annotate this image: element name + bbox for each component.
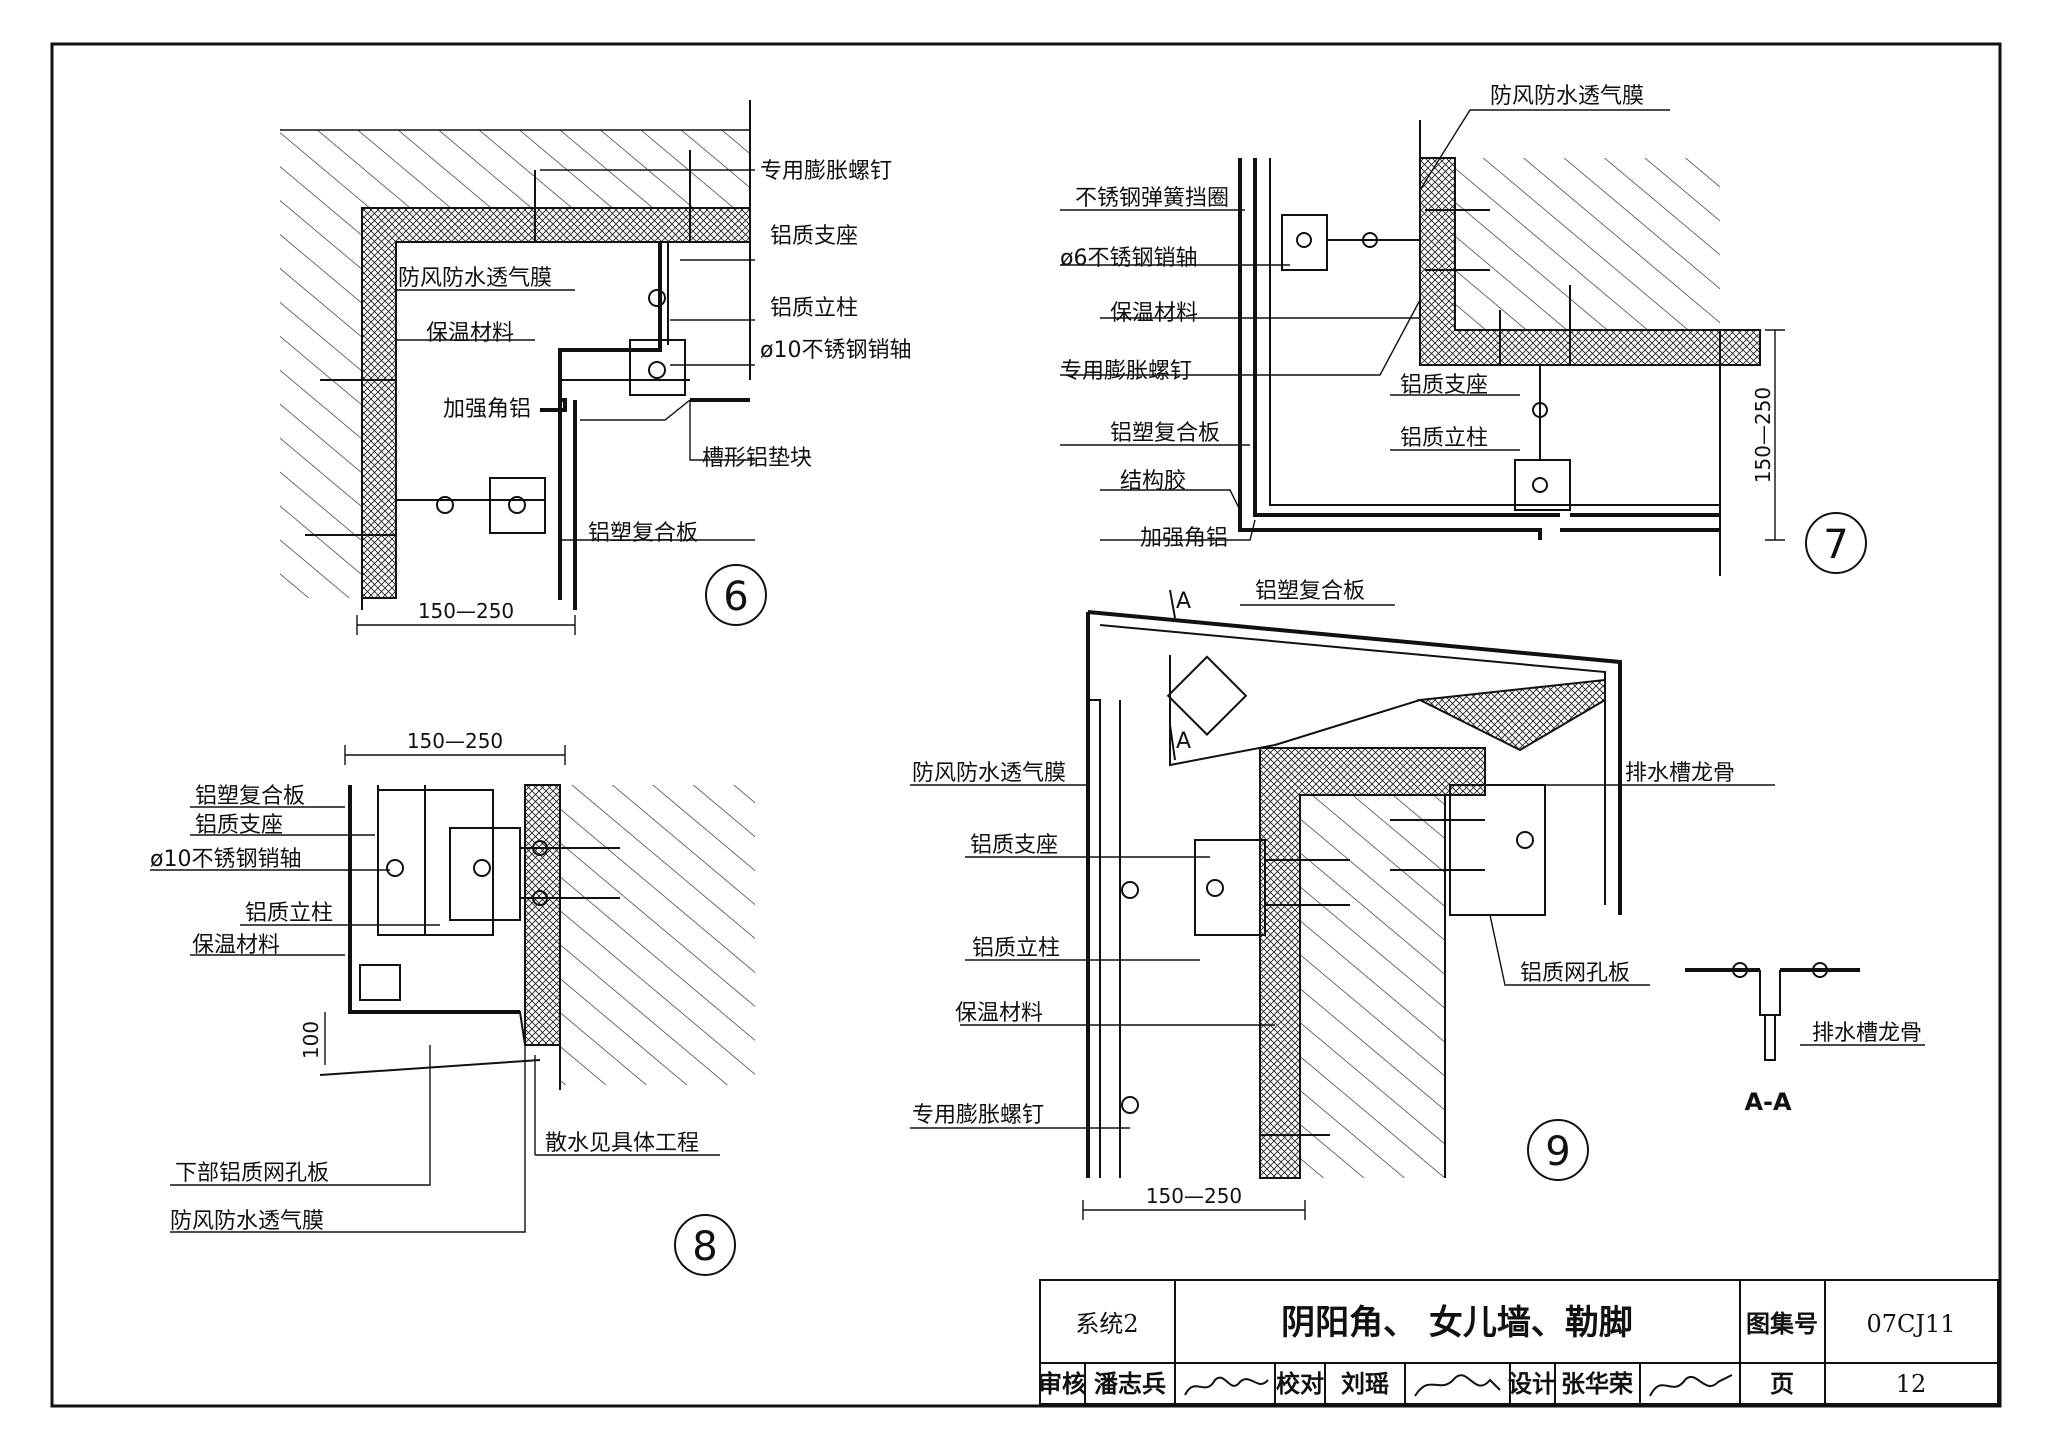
detail9-number: 9 — [1545, 1129, 1570, 1175]
detail6-label-composite-panel: 铝塑复合板 — [588, 521, 698, 546]
detail8-label-insulation: 保温材料 — [192, 933, 280, 958]
detail-9: A A 150—250 铝塑复合板 防风防水透气膜 排水槽龙骨 铝质支座 铝质立… — [910, 579, 1775, 1220]
detail6-label-stud: 铝质立柱 — [770, 296, 858, 321]
detail6-label-expansion-screw: 专用膨胀螺钉 — [760, 159, 892, 184]
title-block-checker: 刘瑶 — [1341, 1370, 1389, 1398]
title-block-atlas-label: 图集号 — [1746, 1310, 1818, 1338]
detail-6: 150—250 专用膨胀螺钉 铝质支座 防风防水透气膜 铝质立柱 保温材料 ø1… — [280, 100, 911, 635]
title-block-check-label: 校对 — [1276, 1370, 1324, 1398]
detail7-label-structural-glue: 结构胶 — [1120, 469, 1186, 494]
title-block-design-label: 设计 — [1508, 1370, 1556, 1398]
detail9-label-mesh-plate: 铝质网孔板 — [1520, 961, 1630, 986]
detail9-label-expansion-screw: 专用膨胀螺钉 — [912, 1103, 1044, 1128]
detail7-label-insulation: 保温材料 — [1110, 301, 1198, 326]
detail6-label-channel-pad: 槽形铝垫块 — [702, 446, 812, 471]
detail8-dim: 150—250 — [407, 729, 503, 753]
detail8-number: 8 — [692, 1224, 717, 1270]
section-aa: 排水槽龙骨 A-A — [1685, 962, 1925, 1116]
detail9-label-insulation: 保温材料 — [955, 1001, 1043, 1026]
detail7-label-expansion-screw: 专用膨胀螺钉 — [1060, 359, 1192, 384]
detail8-label-membrane: 防风防水透气膜 — [170, 1209, 324, 1234]
title-block-atlas-no: 07CJ11 — [1866, 1310, 1955, 1338]
detail8-label-apron: 散水见具体工程 — [545, 1131, 699, 1156]
detail7-label-support: 铝质支座 — [1400, 373, 1488, 398]
title-block-title: 阴阳角、 女儿墙、勒脚 — [1281, 1303, 1633, 1343]
detail7-dim: 150—250 — [1751, 387, 1775, 483]
detail9-section-mark-bottom: A — [1176, 729, 1191, 754]
detail6-dim: 150—250 — [418, 599, 514, 623]
title-block-review-label: 审核 — [1038, 1370, 1086, 1398]
detail7-label-membrane: 防风防水透气膜 — [1490, 84, 1644, 109]
detail6-label-corner-aluminum: 加强角铝 — [443, 397, 531, 422]
detail6-label-membrane: 防风防水透气膜 — [398, 266, 552, 291]
detail7-label-pin: ø6不锈钢销轴 — [1060, 246, 1197, 271]
detail9-section-mark-top: A — [1176, 589, 1191, 614]
detail9-label-gutter-keel: 排水槽龙骨 — [1625, 761, 1735, 786]
detail9-label-support: 铝质支座 — [970, 833, 1058, 858]
detail8-label-composite-panel: 铝塑复合板 — [195, 784, 305, 809]
section-aa-label-gutter-keel: 排水槽龙骨 — [1812, 1021, 1922, 1046]
detail7-label-stud: 铝质立柱 — [1400, 426, 1488, 451]
detail7-number: 7 — [1823, 522, 1848, 568]
title-block: 系统2 阴阳角、 女儿墙、勒脚 图集号 07CJ11 审核 潘志兵 校对 刘瑶 … — [1038, 1279, 1999, 1405]
detail9-label-stud: 铝质立柱 — [972, 936, 1060, 961]
title-block-page-no: 12 — [1896, 1370, 1927, 1398]
detail-7: 150—250 防风防水透气膜 不锈钢弹簧挡圈 ø6不锈钢销轴 保温材料 专用膨… — [1060, 84, 1867, 576]
detail8-label-pin: ø10不锈钢销轴 — [150, 847, 301, 872]
detail6-label-insulation: 保温材料 — [426, 321, 514, 346]
detail8-label-mesh-plate: 下部铝质网孔板 — [175, 1161, 329, 1186]
sheet-border — [50, 42, 2002, 1408]
detail9-corner-plate — [1166, 655, 1248, 737]
reviewer-signature — [1184, 1376, 1269, 1396]
detail8-label-support: 铝质支座 — [195, 813, 283, 838]
title-block-page-label: 页 — [1770, 1370, 1794, 1398]
detail9-label-membrane: 防风防水透气膜 — [912, 761, 1066, 786]
detail7-label-spring-ring: 不锈钢弹簧挡圈 — [1075, 186, 1229, 211]
detail7-label-composite-panel: 铝塑复合板 — [1110, 421, 1220, 446]
designer-signature — [1649, 1374, 1733, 1397]
detail9-dim: 150—250 — [1146, 1184, 1242, 1208]
detail8-dim-small: 100 — [299, 1021, 323, 1059]
detail6-number: 6 — [723, 574, 748, 620]
section-aa-title: A-A — [1744, 1088, 1792, 1116]
detail7-label-corner-aluminum: 加强角铝 — [1140, 526, 1228, 551]
title-block-system: 系统2 — [1075, 1310, 1138, 1338]
checker-signature — [1414, 1374, 1501, 1397]
detail6-label-aluminum-support: 铝质支座 — [770, 224, 858, 249]
title-block-reviewer: 潘志兵 — [1094, 1370, 1166, 1398]
title-block-designer: 张华荣 — [1561, 1370, 1633, 1398]
detail8-label-stud: 铝质立柱 — [245, 901, 333, 926]
detail9-label-composite-panel: 铝塑复合板 — [1255, 579, 1365, 604]
detail-8: 150—250 100 铝塑复合板 铝质支座 ø10不锈钢销轴 铝质立柱 保温材… — [150, 729, 755, 1276]
detail6-label-pin: ø10不锈钢销轴 — [760, 338, 911, 363]
